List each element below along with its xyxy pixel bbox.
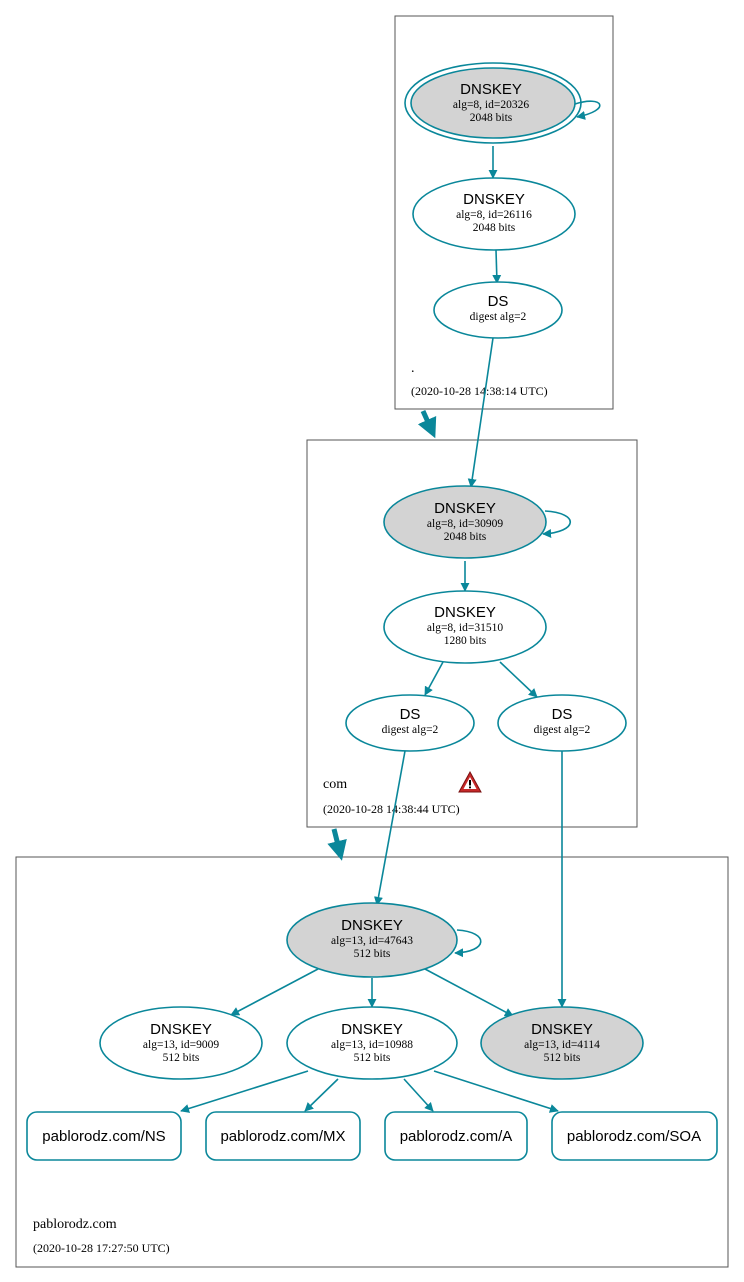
zone-root-timestamp: (2020-10-28 14:38:14 UTC) <box>411 384 548 398</box>
delegation-arrow-root-com <box>417 409 437 439</box>
rrset-ns-label: pablorodz.com/NS <box>42 1128 165 1145</box>
node-com-ksk-line1: alg=8, id=30909 <box>427 518 503 530</box>
node-root-zsk-type: DNSKEY <box>463 191 525 208</box>
rrset-mx[interactable]: pablorodz.com/MX <box>205 1111 361 1161</box>
node-root-ds-type: DS <box>488 293 509 310</box>
warning-icon[interactable] <box>458 770 482 793</box>
node-com-ksk-type: DNSKEY <box>434 500 496 517</box>
node-pr-zsk-type: DNSKEY <box>341 1021 403 1038</box>
zone-root-box <box>394 15 614 410</box>
node-com-ksk-line2: 2048 bits <box>444 531 487 543</box>
edge-root-ds-com-ksk <box>467 337 494 488</box>
node-root-zsk-line2: 2048 bits <box>473 222 516 234</box>
zone-pablorodz-name: pablorodz.com <box>33 1217 117 1232</box>
node-root-ksk-line1: alg=8, id=20326 <box>453 99 529 111</box>
edge-com-zsk-ds1 <box>424 661 444 696</box>
edge-pr-zsk-ns <box>180 1070 309 1113</box>
node-root-zsk[interactable]: DNSKEY alg=8, id=26116 2048 bits <box>412 177 576 251</box>
node-pr-key-9009-type: DNSKEY <box>150 1021 212 1038</box>
edge-root-ksk-self <box>574 100 601 120</box>
node-com-zsk-line1: alg=8, id=31510 <box>427 622 503 634</box>
node-root-ksk-type: DNSKEY <box>460 81 522 98</box>
edge-com-ksk-self <box>542 510 572 539</box>
edge-pr-ksk-key9009 <box>230 968 319 1016</box>
node-root-ds[interactable]: DS digest alg=2 <box>433 281 563 339</box>
rrset-mx-label: pablorodz.com/MX <box>220 1128 345 1145</box>
node-pr-ksk[interactable]: DNSKEY alg=13, id=47643 512 bits <box>286 902 458 978</box>
edge-pr-zsk-mx <box>304 1078 339 1112</box>
node-pr-ksk-line1: alg=13, id=47643 <box>331 935 413 947</box>
node-pr-key-9009[interactable]: DNSKEY alg=13, id=9009 512 bits <box>99 1006 263 1080</box>
edge-pr-zsk-soa <box>433 1070 559 1113</box>
zone-com-timestamp: (2020-10-28 14:38:44 UTC) <box>323 802 460 816</box>
zone-root-name: . <box>411 361 415 376</box>
edge-pr-ksk-self <box>454 929 482 958</box>
zone-pablorodz-box <box>15 856 729 1268</box>
edge-com-zsk-ds2 <box>499 661 538 698</box>
node-pr-key-9009-line1: alg=13, id=9009 <box>143 1039 219 1051</box>
node-com-ds-1[interactable]: DS digest alg=2 <box>345 694 475 752</box>
edge-root-zsk-ds <box>492 249 502 284</box>
zone-com-name: com <box>323 777 347 792</box>
node-root-ds-line1: digest alg=2 <box>470 311 527 323</box>
node-pr-zsk[interactable]: DNSKEY alg=13, id=10988 512 bits <box>286 1006 458 1080</box>
node-com-zsk-type: DNSKEY <box>434 604 496 621</box>
node-pr-ksk-line2: 512 bits <box>354 948 391 960</box>
node-com-zsk-line2: 1280 bits <box>444 635 487 647</box>
node-pr-key-4114-line1: alg=13, id=4114 <box>524 1039 600 1051</box>
node-root-ksk-line2: 2048 bits <box>470 112 513 124</box>
rrset-soa[interactable]: pablorodz.com/SOA <box>551 1111 718 1161</box>
delegation-arrow-com-pablorodz <box>327 828 347 861</box>
rrset-a-label: pablorodz.com/A <box>400 1128 513 1145</box>
rrset-soa-label: pablorodz.com/SOA <box>567 1128 701 1145</box>
node-root-ksk[interactable]: DNSKEY alg=8, id=20326 2048 bits <box>404 62 582 144</box>
node-pr-key-9009-line2: 512 bits <box>163 1052 200 1064</box>
node-pr-key-4114-line2: 512 bits <box>544 1052 581 1064</box>
zone-root: . (2020-10-28 14:38:14 UTC) <box>394 15 614 410</box>
node-com-ds-2-type: DS <box>552 706 573 723</box>
node-com-ds-2-line1: digest alg=2 <box>534 724 591 736</box>
zone-com: com (2020-10-28 14:38:44 UTC) <box>306 439 638 828</box>
node-pr-key-4114-type: DNSKEY <box>531 1021 593 1038</box>
node-com-ds-2[interactable]: DS digest alg=2 <box>497 694 627 752</box>
node-pr-ksk-type: DNSKEY <box>341 917 403 934</box>
zone-pablorodz-timestamp: (2020-10-28 17:27:50 UTC) <box>33 1241 170 1255</box>
node-pr-key-4114[interactable]: DNSKEY alg=13, id=4114 512 bits <box>480 1006 644 1080</box>
node-pr-zsk-line2: 512 bits <box>354 1052 391 1064</box>
edge-pr-zsk-a <box>403 1078 434 1112</box>
rrset-a[interactable]: pablorodz.com/A <box>384 1111 528 1161</box>
node-com-ksk[interactable]: DNSKEY alg=8, id=30909 2048 bits <box>383 485 547 559</box>
node-com-ds-1-type: DS <box>400 706 421 723</box>
edge-com-ds1-pr-ksk <box>374 750 406 906</box>
zone-com-box <box>306 439 638 828</box>
node-com-zsk[interactable]: DNSKEY alg=8, id=31510 1280 bits <box>383 590 547 664</box>
edge-pr-ksk-key4114 <box>424 968 514 1017</box>
node-root-zsk-line1: alg=8, id=26116 <box>456 209 532 221</box>
rrset-ns[interactable]: pablorodz.com/NS <box>26 1111 182 1161</box>
node-com-ds-1-line1: digest alg=2 <box>382 724 439 736</box>
node-pr-zsk-line1: alg=13, id=10988 <box>331 1039 413 1051</box>
zone-pablorodz: pablorodz.com (2020-10-28 17:27:50 UTC) <box>15 856 729 1268</box>
